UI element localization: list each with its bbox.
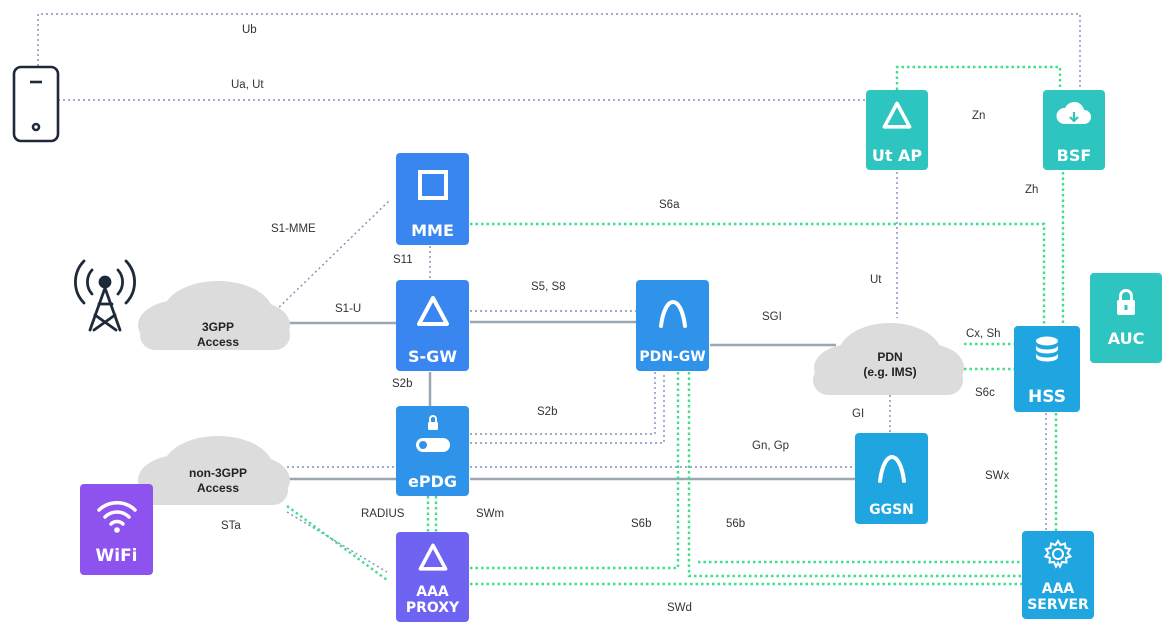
link-label-s6a: S6a bbox=[659, 199, 680, 211]
wifi-icon bbox=[96, 501, 137, 533]
node-wifi[interactable]: WiFi bbox=[80, 484, 153, 575]
node-aaa-proxy[interactable]: AAA PROXY bbox=[396, 532, 469, 622]
triangle-icon bbox=[418, 543, 447, 571]
link-label-sgi: SGI bbox=[762, 311, 782, 323]
link-sta-b bbox=[286, 505, 388, 581]
node-ut-ap[interactable]: Ut AP bbox=[866, 90, 928, 170]
link-label-gn-gp: Gn, Gp bbox=[752, 440, 790, 452]
triangle-icon bbox=[416, 296, 449, 326]
node-mme[interactable]: MME bbox=[396, 153, 469, 245]
mobile-phone-icon bbox=[12, 65, 60, 143]
link-label-swm: SWm bbox=[476, 508, 505, 520]
node-label-bsf: BSF bbox=[1056, 146, 1092, 165]
link-s6b-a bbox=[470, 372, 680, 570]
cloud-non3gpp-access bbox=[138, 436, 290, 505]
node-label-aaa-proxy-2: PROXY bbox=[405, 600, 460, 616]
link-label-gi: GI bbox=[852, 408, 865, 420]
link-label-cx-sh: Cx, Sh bbox=[966, 328, 1001, 340]
link-label-s5-s8: S5, S8 bbox=[531, 281, 566, 293]
link-s2b-a bbox=[470, 372, 656, 435]
node-label-mme: MME bbox=[411, 221, 454, 240]
link-label-s2b-left: S2b bbox=[392, 378, 413, 390]
link-ub bbox=[37, 13, 1081, 90]
node-label-epdg: ePDG bbox=[408, 472, 457, 491]
link-label-s11: S11 bbox=[393, 254, 413, 266]
cloud-label-pdn: PDN (e.g. IMS) bbox=[863, 350, 917, 379]
link-s2b-b bbox=[470, 372, 665, 444]
link-label-s6b-1: S6b bbox=[631, 518, 652, 530]
node-epdg[interactable]: ePDG bbox=[396, 406, 469, 496]
cloud-download-icon bbox=[1056, 101, 1091, 124]
link-label-sta: STa bbox=[221, 520, 241, 532]
node-auc[interactable]: AUC bbox=[1090, 273, 1162, 363]
link-label-s1-mme: S1-MME bbox=[271, 223, 316, 235]
square-icon bbox=[417, 170, 448, 200]
link-label-zh: Zh bbox=[1025, 184, 1039, 196]
link-label-ua-ut: Ua, Ut bbox=[231, 79, 264, 91]
cloud-label-non3gpp: non-3GPP Access bbox=[188, 466, 247, 495]
node-pdngw[interactable]: PDN-GW bbox=[636, 280, 709, 371]
link-zn bbox=[895, 65, 1062, 90]
node-label-hss: HSS bbox=[1028, 387, 1066, 407]
node-aaa-server[interactable]: AAA SERVER bbox=[1022, 531, 1094, 619]
link-label-s6b-2: 56b bbox=[726, 518, 746, 530]
node-label-aaa-server-2: SERVER bbox=[1027, 597, 1089, 613]
node-ggsn[interactable]: GGSN bbox=[855, 433, 928, 524]
node-label-aaa-proxy-1: AAA bbox=[416, 584, 449, 600]
link-label-zn: Zn bbox=[972, 110, 986, 122]
link-label-ub: Ub bbox=[242, 24, 257, 36]
cloud-pdn bbox=[813, 323, 964, 395]
node-label-ut-ap: Ut AP bbox=[871, 146, 923, 165]
link-s6b-b bbox=[687, 372, 1022, 578]
triangle-icon bbox=[882, 101, 912, 129]
link-label-ut: Ut bbox=[870, 274, 882, 286]
link-label-radius: RADIUS bbox=[361, 508, 405, 520]
lock-key-icon bbox=[415, 415, 450, 452]
link-label-s2b-right: S2b bbox=[537, 406, 558, 418]
link-label-swx: SWx bbox=[985, 470, 1010, 482]
gear-icon bbox=[1043, 539, 1073, 569]
node-bsf[interactable]: BSF bbox=[1043, 90, 1105, 170]
link-label-swd: SWd bbox=[667, 602, 692, 614]
link-s6a bbox=[470, 222, 1046, 326]
node-label-wifi: WiFi bbox=[95, 546, 138, 566]
node-hss[interactable]: HSS bbox=[1014, 326, 1080, 412]
lock-icon bbox=[1117, 289, 1135, 315]
arch-icon bbox=[877, 455, 906, 483]
arch-icon bbox=[658, 300, 687, 328]
node-label-aaa-server-1: AAA bbox=[1041, 581, 1075, 597]
node-label-auc: AUC bbox=[1107, 329, 1145, 348]
node-label-sgw: S-GW bbox=[408, 347, 457, 366]
node-sgw[interactable]: S-GW bbox=[396, 280, 469, 371]
link-label-s1-u: S1-U bbox=[335, 303, 362, 315]
database-icon bbox=[1036, 336, 1058, 362]
node-label-ggsn: GGSN bbox=[869, 502, 914, 518]
cloud-label-3gpp: 3GPP Access bbox=[196, 320, 240, 349]
cloud-3gpp-access bbox=[138, 281, 290, 350]
link-label-s6c: S6c bbox=[975, 387, 995, 399]
link-s1-mme bbox=[271, 199, 391, 315]
node-label-pdngw: PDN-GW bbox=[639, 349, 706, 365]
antenna-tower-icon bbox=[74, 259, 136, 332]
